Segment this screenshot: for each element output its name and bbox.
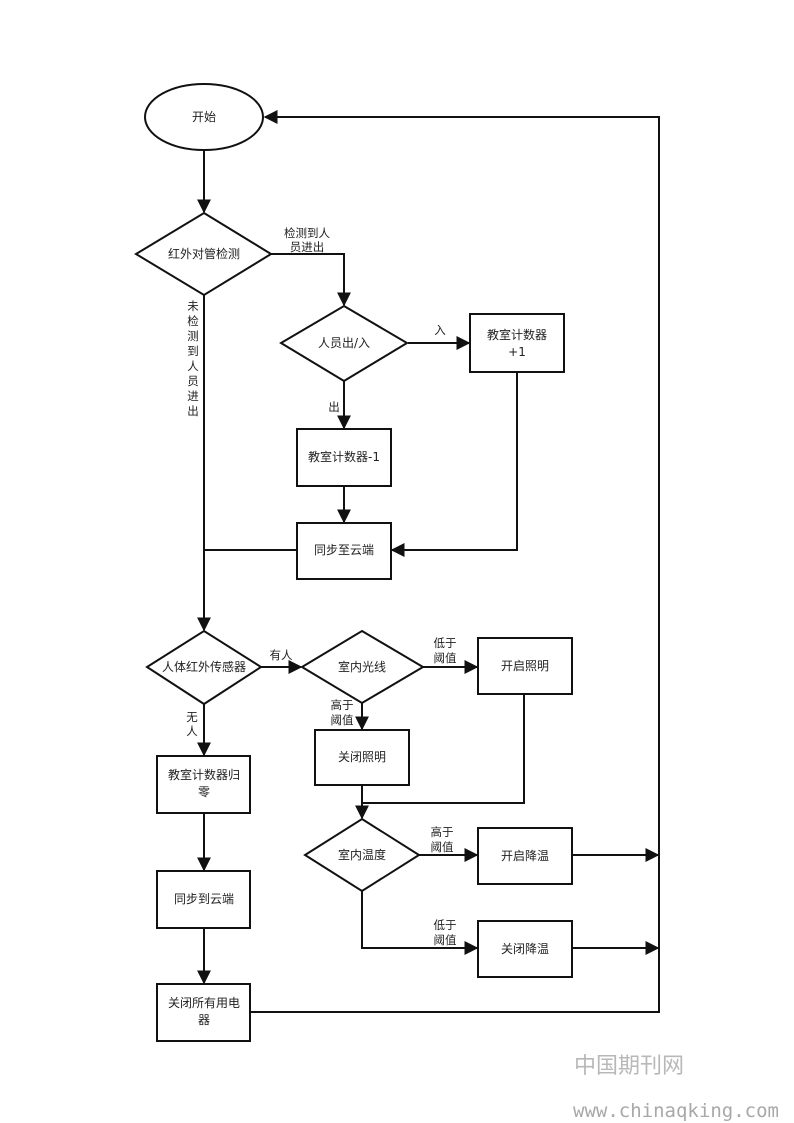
edge-label-exit: 出	[328, 400, 340, 414]
node-start: 开始	[144, 83, 264, 151]
node-close-all-label-2: 器	[198, 1013, 210, 1027]
edge-label-light-low-2: 阈值	[434, 651, 457, 665]
edge-ir-to-person-io	[270, 253, 351, 307]
edge-label-temp-high-2: 阈值	[431, 840, 454, 854]
edge-label-not-detected-char: 未	[187, 299, 199, 313]
node-indoor-temp: 室内温度	[303, 817, 421, 893]
node-start-label: 开始	[192, 110, 216, 124]
node-counter-plus-label-1: 教室计数器	[487, 327, 547, 342]
node-ir-detect: 红外对管检测	[134, 211, 273, 297]
node-close-all: 关闭所有用电 器	[156, 983, 251, 1042]
edge-label-not-detected-char: 到	[187, 344, 199, 358]
node-sync-cloud-2-label: 同步到云端	[174, 892, 234, 906]
edge-label-not-detected-char: 出	[187, 404, 199, 418]
edge-loop-back-to-start	[250, 110, 660, 1013]
node-counter-reset: 教室计数器归 零	[156, 755, 251, 814]
edge-label-nobody-2: 人	[186, 724, 198, 738]
edge-label-enter: 入	[434, 323, 446, 337]
edge-plus-to-sync	[390, 372, 518, 557]
node-body-sensor: 人体红外传感器	[145, 629, 263, 706]
edge-label-nobody-1: 无	[186, 710, 198, 724]
edge-label-temp-high-1: 高于	[431, 825, 454, 839]
edge-label-light-high-2: 阈值	[331, 713, 354, 727]
node-cool-on: 开启降温	[477, 827, 573, 885]
node-counter-reset-label-2: 零	[198, 785, 210, 799]
watermark: 中国期刊网 www.chinaqking.com	[573, 1054, 779, 1122]
node-cool-on-label: 开启降温	[501, 849, 549, 863]
node-person-io-label: 人员出/入	[318, 336, 370, 350]
node-counter-minus-label: 教室计数器-1	[308, 449, 380, 464]
edge-label-not-detected: 未 检 测 到 人 员 进 出	[187, 299, 199, 418]
connectors	[197, 110, 660, 1013]
node-body-sensor-label: 人体红外传感器	[162, 659, 246, 674]
edge-label-detected-2: 员进出	[290, 240, 325, 254]
node-counter-reset-label-1: 教室计数器归	[168, 767, 240, 782]
edge-label-light-low-1: 低于	[434, 636, 457, 650]
node-sync-cloud-2: 同步到云端	[156, 870, 251, 929]
node-cool-off-label: 关闭降温	[501, 942, 549, 956]
node-light-on-label: 开启照明	[501, 659, 549, 673]
node-cool-off: 关闭降温	[477, 920, 573, 978]
edge-label-light-high-1: 高于	[331, 698, 354, 712]
node-close-all-label-1: 关闭所有用电	[168, 996, 240, 1010]
edge-temp-low	[361, 891, 479, 955]
edge-label-temp-low-2: 阈值	[434, 933, 457, 947]
edge-light-on-merge	[362, 694, 525, 804]
node-sync-cloud-1-label: 同步至云端	[314, 543, 374, 557]
node-counter-minus: 教室计数器-1	[296, 428, 392, 487]
node-light-on: 开启照明	[477, 637, 573, 695]
node-ir-detect-label: 红外对管检测	[168, 246, 240, 261]
node-light-off: 关闭照明	[314, 729, 410, 786]
node-sync-cloud-1: 同步至云端	[296, 522, 392, 580]
edge-label-not-detected-char: 人	[187, 359, 199, 373]
node-indoor-temp-label: 室内温度	[338, 847, 386, 862]
edge-label-someone: 有人	[270, 648, 293, 662]
edge-label-temp-low-1: 低于	[434, 918, 457, 932]
watermark-site-cn: 中国期刊网	[574, 1054, 684, 1079]
watermark-site-url: www.chinaqking.com	[573, 1100, 779, 1122]
edge-label-not-detected-char: 检	[187, 314, 199, 328]
edge-label-not-detected-char: 员	[187, 374, 199, 388]
node-counter-plus-label-2: +1	[508, 345, 526, 359]
edge-label-not-detected-char: 进	[187, 389, 199, 403]
edge-labels: 检测到人 员进出 未 检 测 到 人 员 进 出 入 出 有人 无 人 低于 阈…	[186, 226, 457, 947]
node-counter-plus: 教室计数器 +1	[469, 313, 565, 373]
edge-label-detected-1: 检测到人	[284, 226, 330, 240]
node-indoor-light-label: 室内光线	[338, 659, 386, 674]
node-light-off-label: 关闭照明	[338, 750, 386, 764]
node-indoor-light: 室内光线	[300, 629, 425, 705]
node-person-io: 人员出/入	[279, 304, 409, 383]
edge-label-not-detected-char: 测	[187, 329, 199, 343]
